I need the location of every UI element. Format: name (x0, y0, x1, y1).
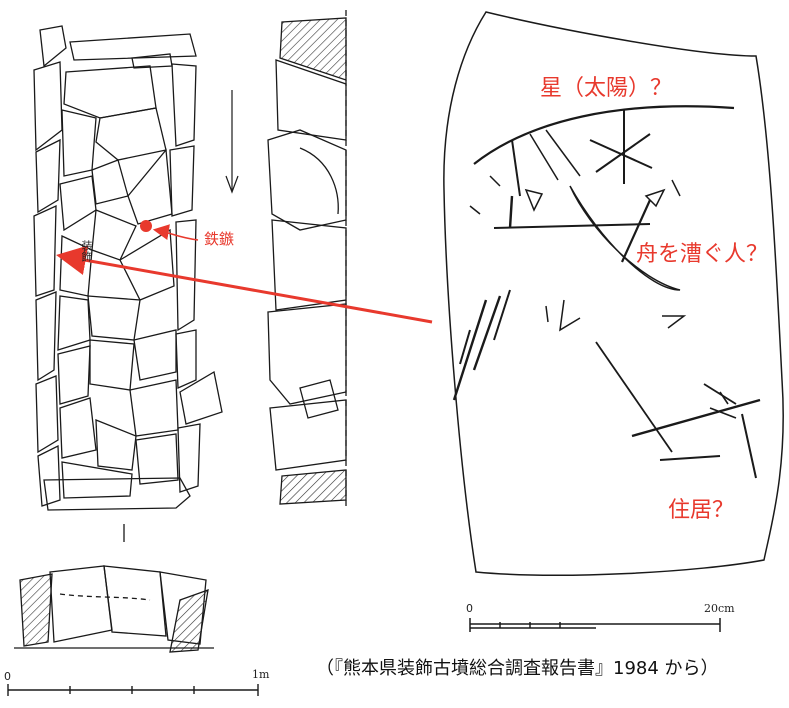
red-pointer-arrow (56, 245, 433, 324)
north-arrow (225, 90, 239, 194)
arrowhead-pointer (152, 224, 199, 241)
right-scale-end: 20cm (704, 602, 735, 615)
label-arrowhead: 鉄鏃 (204, 230, 235, 248)
left-scale-bar (7, 684, 259, 696)
label-house: 住居？ (668, 498, 735, 523)
chamber-elevation (14, 565, 214, 653)
label-boat: 舟を漕ぐ人？ (636, 242, 769, 267)
left-scale-start: 0 (4, 670, 11, 683)
left-scale-end: 1m (252, 668, 270, 681)
chamber-plan (33, 25, 223, 542)
chamber-section (267, 10, 347, 510)
engraved-stone (443, 11, 784, 576)
label-star: 星（太陽）？ (540, 76, 673, 101)
source-caption: （『熊本県装飾古墳総合調査報告書』1984 から） (316, 658, 719, 679)
right-scale-start: 0 (466, 602, 473, 615)
label-decoration: 装飾 (80, 240, 93, 262)
arrowhead-location-dot (140, 220, 152, 232)
right-scale-bar (469, 618, 721, 632)
